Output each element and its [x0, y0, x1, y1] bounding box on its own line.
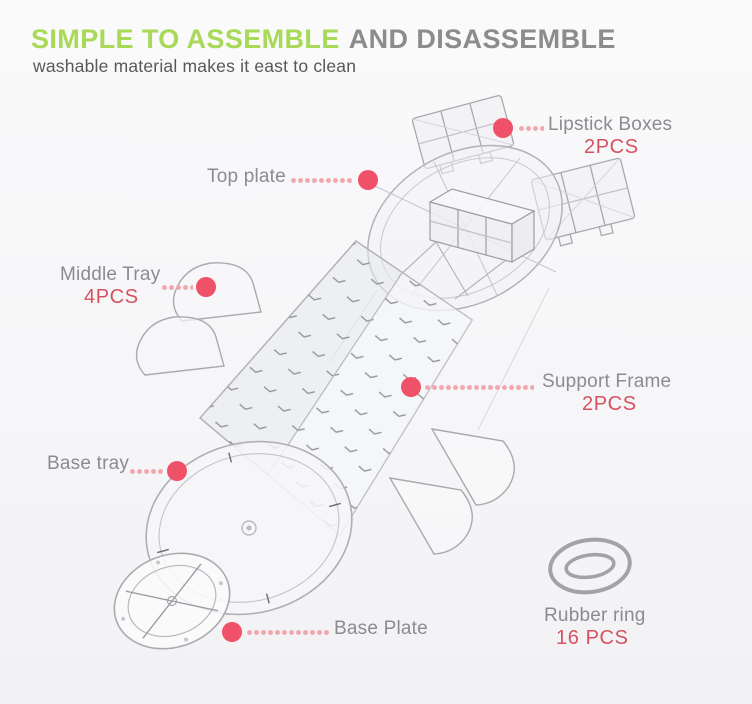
callout-label-rubber-ring: Rubber ring [544, 605, 646, 626]
rubber-ring-drawing [548, 537, 632, 595]
top-plate-drawing [367, 144, 563, 312]
callout-leader-base-tray [129, 468, 163, 475]
callout-label-top-plate: Top plate [207, 166, 286, 187]
callout-label-middle-tray: Middle Tray [60, 264, 161, 285]
title-highlight: SIMPLE TO ASSEMBLE [31, 24, 340, 54]
base-plate-drawing [113, 552, 231, 650]
subtitle: washable material makes it east to clean [33, 56, 357, 76]
callout-dot-base-plate [222, 622, 242, 642]
callout-count-support-frame: 2PCS [582, 393, 637, 415]
callout-leader-middle-tray [161, 284, 193, 291]
callout-leader-top-plate [290, 177, 354, 184]
callout-dot-middle-tray [196, 277, 216, 297]
callout-label-base-tray: Base tray [47, 453, 130, 474]
callout-dot-base-tray [167, 461, 187, 481]
page-title: SIMPLE TO ASSEMBLE AND DISASSEMBLE [31, 24, 616, 55]
callout-dot-support-frame [401, 377, 421, 397]
side-trays-drawing [388, 428, 515, 555]
callout-label-base-plate: Base Plate [334, 618, 428, 639]
callout-count-lipstick-boxes: 2PCS [584, 136, 639, 158]
callout-label-lipstick-boxes: Lipstick Boxes [548, 114, 673, 135]
callout-dot-top-plate [358, 170, 378, 190]
callout-leader-lipstick-boxes [518, 125, 544, 132]
callout-dot-lipstick-boxes [493, 118, 513, 138]
callout-count-rubber-ring: 16 PCS [556, 627, 629, 649]
callout-count-middle-tray: 4PCS [84, 286, 139, 308]
callout-leader-support-frame [424, 384, 534, 391]
middle-trays-drawing [135, 262, 262, 376]
callout-label-support-frame: Support Frame [542, 371, 672, 392]
callout-leader-base-plate [246, 629, 330, 636]
title-rest: AND DISASSEMBLE [348, 24, 616, 54]
